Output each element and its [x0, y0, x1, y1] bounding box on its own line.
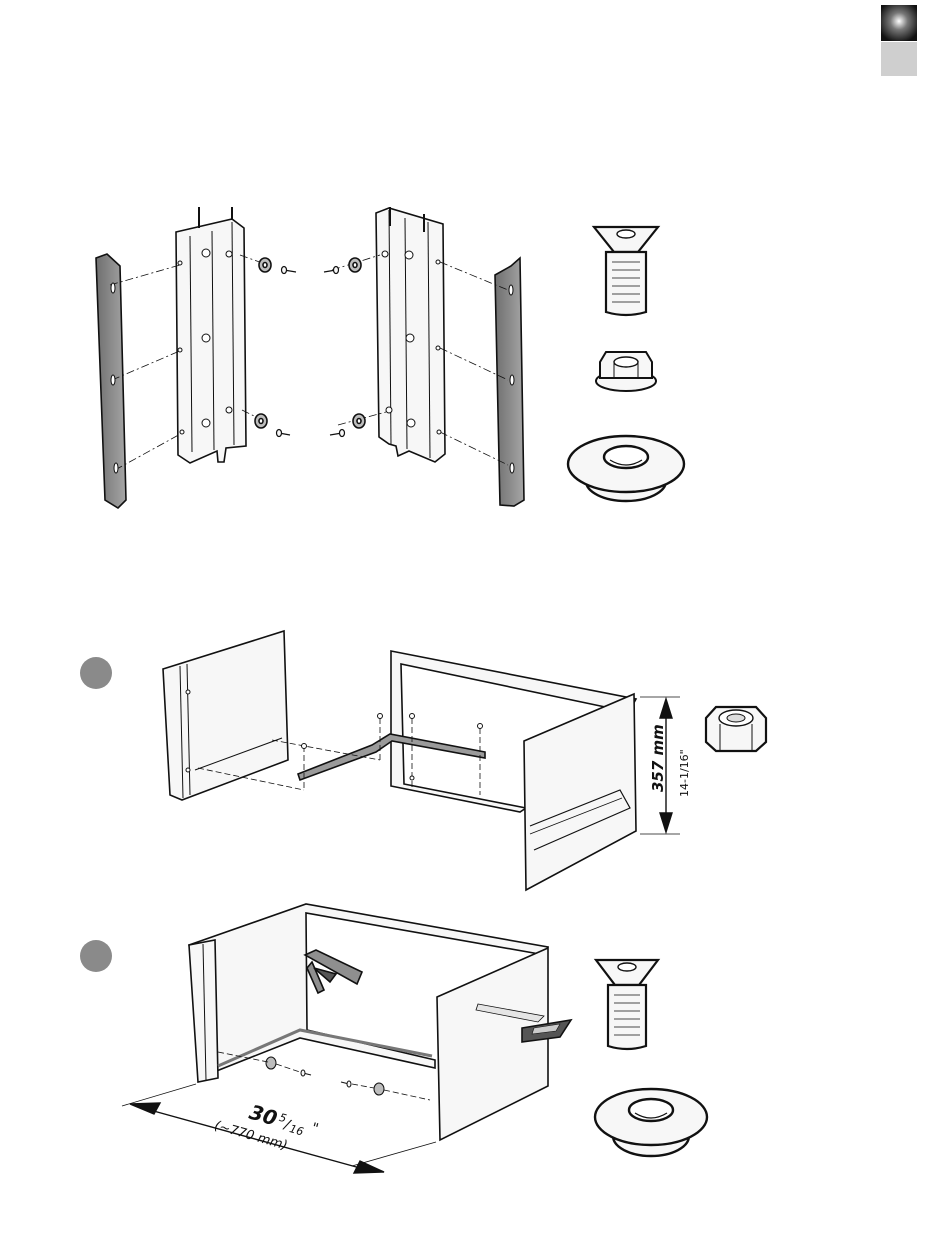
countersunk-screw-icon: [594, 227, 658, 315]
step-1-screws: [277, 267, 345, 437]
step-3-large-washer-icon: [595, 1089, 707, 1156]
right-trim-strip: [495, 258, 524, 506]
step-2-left-panel: [163, 631, 288, 800]
width-inch-mark: ": [310, 1120, 321, 1137]
width-label: 30 5 / 16 " (~770 mm): [213, 1091, 321, 1160]
large-washer-icon: [568, 436, 684, 501]
step-1-washers: [255, 258, 365, 428]
section-tab-dark-icon: [881, 5, 917, 41]
step-2-marker-icon: [80, 657, 112, 689]
flange-nut-icon: [596, 352, 656, 391]
hex-nut-icon: [706, 707, 766, 751]
width-inch-fraction-denominator: 16: [288, 1122, 305, 1138]
step-2-right-panel: [524, 694, 636, 890]
width-dimension: [122, 1084, 436, 1173]
step-1-side-panels: [96, 207, 524, 508]
step-3-countersunk-screw-icon: [596, 960, 658, 1049]
height-inch-label: 14-1/16": [678, 749, 691, 797]
step-3-marker-icon: [80, 940, 112, 972]
step-3-frame: [189, 904, 571, 1140]
width-inch-whole: 30: [247, 1100, 280, 1131]
step-3-right-panel: [437, 948, 548, 1140]
left-upright-panel: [176, 219, 246, 463]
section-tab-light-icon: [881, 42, 917, 76]
clamp-icon: [305, 950, 362, 993]
height-mm-label: 357 mm: [649, 724, 667, 792]
step-2-frame: [163, 631, 636, 890]
